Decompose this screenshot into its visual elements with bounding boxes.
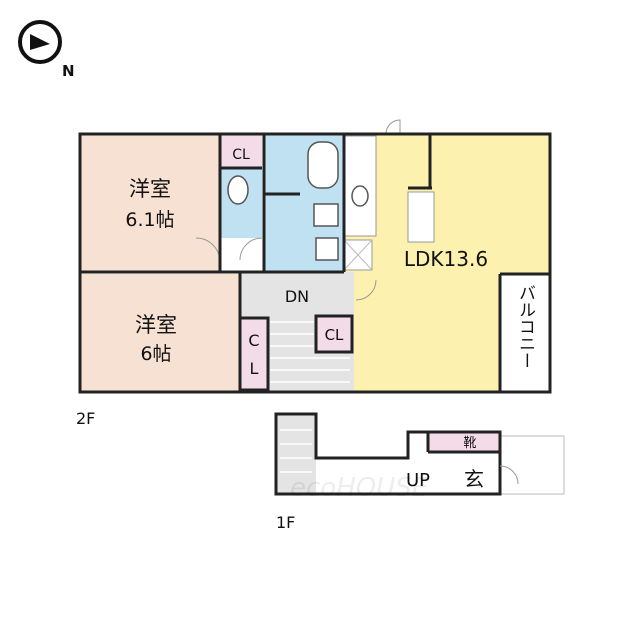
toilet	[227, 175, 249, 205]
floor-2f-label: 2F	[76, 409, 95, 428]
kitchen-sink	[351, 185, 369, 207]
wash-basin	[315, 237, 339, 261]
closet-mid-label: CL	[325, 326, 344, 344]
washer	[313, 203, 339, 227]
closet-top	[220, 134, 262, 168]
stair-hall-1f	[276, 414, 316, 494]
shoe-box-label: 靴	[463, 436, 476, 451]
closet-left-label-l: L	[250, 359, 259, 378]
floor-1f-label: 1F	[276, 513, 295, 532]
stairs-1f	[280, 429, 312, 473]
watermark: ecoHOUSE	[290, 473, 429, 503]
balcony-label: バルコニー	[515, 284, 535, 369]
stairs-down-label: DN	[285, 287, 309, 306]
entrance-door-swing	[499, 465, 519, 485]
western-room-2	[80, 274, 240, 392]
closet-mid	[316, 316, 352, 352]
shoe-box	[428, 432, 500, 452]
closet-top-label: CL	[232, 147, 250, 163]
walls-1f	[274, 412, 502, 496]
cabinet-cross-2	[343, 239, 373, 271]
western-room-1	[80, 134, 220, 272]
western-room-1-name: 洋室	[129, 177, 171, 201]
fridge-space	[407, 191, 435, 243]
porch	[499, 435, 565, 495]
closet-left	[240, 318, 268, 390]
compass-icon	[18, 20, 62, 64]
stairs-up-label: UP	[406, 470, 430, 491]
walls-2f	[78, 132, 552, 394]
north-label: N	[62, 62, 75, 80]
bathtub	[307, 141, 339, 189]
hall-1f	[316, 458, 498, 494]
western-room-2-name: 洋室	[135, 313, 177, 337]
ldk-label: LDK13.6	[404, 247, 488, 271]
stairs-2f	[270, 321, 350, 383]
closet-left-label-c: C	[248, 331, 259, 350]
entrance-label: 玄	[464, 467, 484, 491]
western-room-2-size: 6帖	[140, 343, 171, 365]
balcony	[500, 274, 550, 392]
western-room-1-size: 6.1帖	[125, 209, 174, 231]
